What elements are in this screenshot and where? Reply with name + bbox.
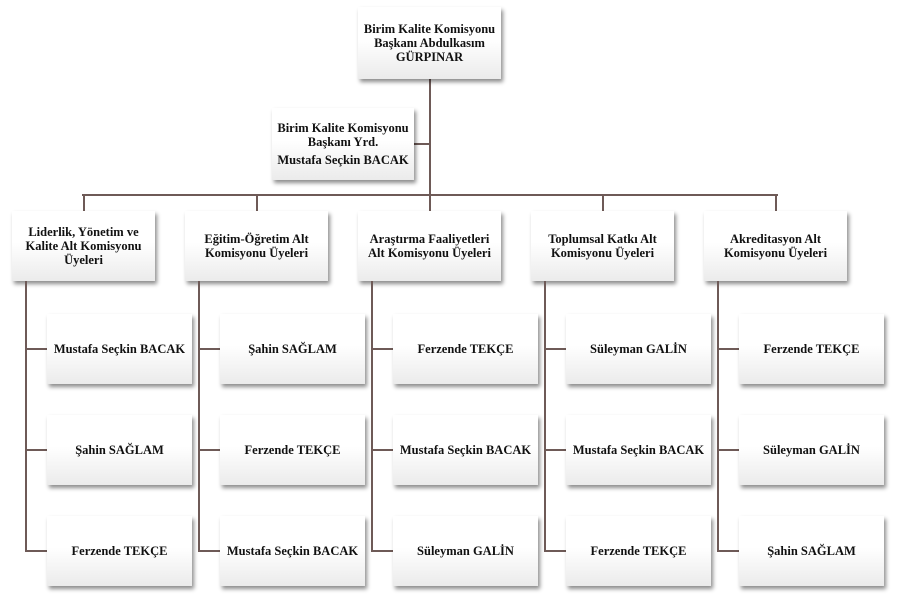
- connector-bus-drop: [602, 195, 604, 211]
- member-name: Şahin SAĞLAM: [75, 443, 164, 457]
- connector-member-spine: [25, 281, 27, 552]
- member-box: Mustafa Seçkin BACAK: [47, 314, 192, 384]
- connector-member-branch: [26, 550, 47, 552]
- member-name: Süleyman GALİN: [763, 443, 860, 457]
- connector-member-branch: [545, 348, 566, 350]
- connector-member-branch: [718, 550, 739, 552]
- member-name: Ferzende TEKÇE: [244, 443, 341, 457]
- member-name: Süleyman GALİN: [417, 544, 514, 558]
- member-name: Mustafa Seçkin BACAK: [572, 443, 705, 457]
- member-box: Ferzende TEKÇE: [739, 314, 884, 384]
- member-box: Şahin SAĞLAM: [220, 314, 365, 384]
- member-name: Mustafa Seçkin BACAK: [399, 443, 532, 457]
- member-name: Şahin SAĞLAM: [767, 544, 856, 558]
- connector-deputy: [414, 143, 430, 145]
- member-name: Mustafa Seçkin BACAK: [226, 544, 359, 558]
- connector-member-branch: [372, 550, 393, 552]
- member-box: Ferzende TEKÇE: [220, 415, 365, 485]
- member-name: Ferzende TEKÇE: [417, 342, 514, 356]
- deputy-title: Birim Kalite Komisyonu Başkanı Yrd.: [277, 121, 409, 149]
- subcommittee-header-box: Toplumsal Katkı Alt Komisyonu Üyeleri: [531, 211, 674, 281]
- subcommittee-header-box: Araştırma Faaliyetleri Alt Komisyonu Üye…: [358, 211, 501, 281]
- member-box: Şahin SAĞLAM: [739, 516, 884, 586]
- subcommittee-title: Araştırma Faaliyetleri Alt Komisyonu Üye…: [368, 232, 491, 260]
- connector-member-branch: [718, 348, 739, 350]
- member-box: Mustafa Seçkin BACAK: [393, 415, 538, 485]
- connector-member-branch: [372, 348, 393, 350]
- member-box: Ferzende TEKÇE: [566, 516, 711, 586]
- connector-member-branch: [26, 348, 47, 350]
- member-box: Ferzende TEKÇE: [47, 516, 192, 586]
- connector-bus-drop: [775, 195, 777, 211]
- deputy-name: Mustafa Seçkin BACAK: [277, 153, 409, 167]
- member-box: Mustafa Seçkin BACAK: [566, 415, 711, 485]
- member-name: Ferzende TEKÇE: [763, 342, 860, 356]
- connector-member-branch: [199, 348, 220, 350]
- connector-member-branch: [545, 449, 566, 451]
- subcommittee-header-box: Eğitim-Öğretim Alt Komisyonu Üyeleri: [185, 211, 328, 281]
- connector-member-spine: [717, 281, 719, 552]
- member-name: Mustafa Seçkin BACAK: [53, 342, 186, 356]
- connector-member-branch: [199, 449, 220, 451]
- connector-bus-drop: [429, 195, 431, 211]
- connector-member-spine: [198, 281, 200, 552]
- subcommittee-title: Toplumsal Katkı Alt Komisyonu Üyeleri: [548, 232, 657, 260]
- member-box: Süleyman GALİN: [739, 415, 884, 485]
- root-box: Birim Kalite Komisyonu Başkanı Abdulkası…: [358, 7, 501, 79]
- connector-member-branch: [372, 449, 393, 451]
- connector-member-branch: [26, 449, 47, 451]
- connector-member-spine: [371, 281, 373, 552]
- subcommittee-title: Akreditasyon Alt Komisyonu Üyeleri: [723, 232, 828, 260]
- member-name: Süleyman GALİN: [590, 342, 687, 356]
- member-name: Şahin SAĞLAM: [248, 342, 337, 356]
- connector-member-branch: [199, 550, 220, 552]
- connector-root-trunk: [429, 79, 431, 196]
- subcommittee-header-box: Akreditasyon Alt Komisyonu Üyeleri: [704, 211, 847, 281]
- subcommittee-title: Eğitim-Öğretim Alt Komisyonu Üyeleri: [204, 232, 309, 260]
- member-box: Ferzende TEKÇE: [393, 314, 538, 384]
- member-box: Şahin SAĞLAM: [47, 415, 192, 485]
- deputy-box: Birim Kalite Komisyonu Başkanı Yrd. Must…: [272, 108, 414, 180]
- member-box: Mustafa Seçkin BACAK: [220, 516, 365, 586]
- connector-member-branch: [718, 449, 739, 451]
- member-name: Ferzende TEKÇE: [590, 544, 687, 558]
- connector-member-branch: [545, 550, 566, 552]
- connector-bus-drop: [256, 195, 258, 211]
- subcommittee-header-box: Liderlik, Yönetim ve Kalite Alt Komisyon…: [12, 211, 155, 281]
- subcommittee-title: Liderlik, Yönetim ve Kalite Alt Komisyon…: [25, 225, 142, 267]
- member-box: Süleyman GALİN: [393, 516, 538, 586]
- member-name: Ferzende TEKÇE: [71, 544, 168, 558]
- root-title: Birim Kalite Komisyonu Başkanı Abdulkası…: [363, 22, 496, 64]
- connector-member-spine: [544, 281, 546, 552]
- member-box: Süleyman GALİN: [566, 314, 711, 384]
- connector-bus-drop: [83, 195, 85, 211]
